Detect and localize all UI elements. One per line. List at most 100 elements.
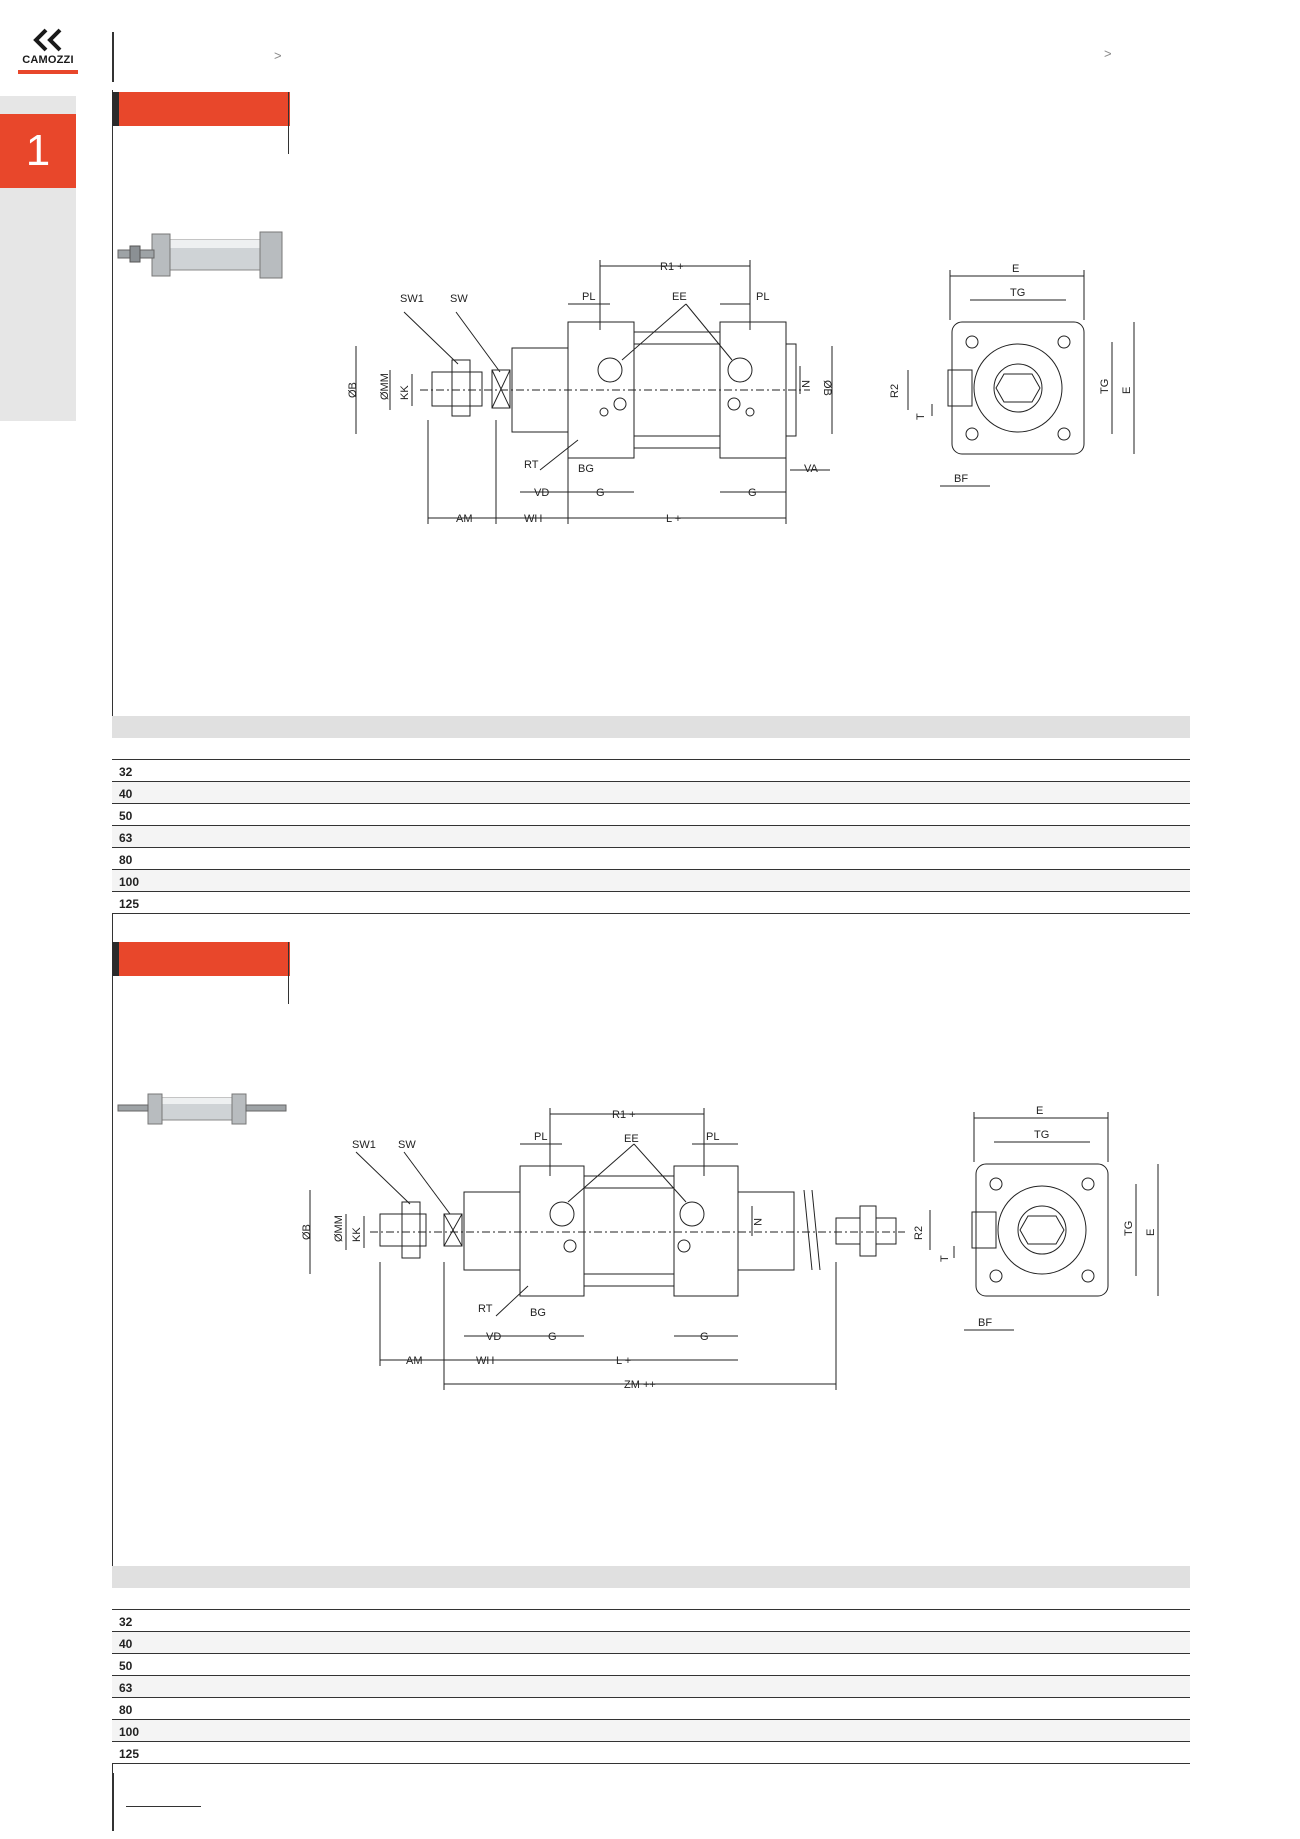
vd-label: VD <box>486 1331 501 1343</box>
section1-header-tab <box>112 92 290 126</box>
ee-label: EE <box>624 1133 639 1145</box>
bore-cell: 80 <box>119 853 133 867</box>
bore-cell: 125 <box>119 1747 140 1761</box>
mm-diameter-label: ØMM <box>333 1215 345 1242</box>
section1-dimension-drawing: SW1 SW R1 + PL EE PL ØB ØMM KK N ØB RT B… <box>347 260 1135 525</box>
table-subheader <box>112 1588 1190 1610</box>
am-label: AM <box>406 1355 423 1367</box>
chevron-right-icon: > <box>1104 46 1112 61</box>
section2-header-tick <box>288 942 289 1004</box>
bore-cell: 63 <box>119 1681 133 1695</box>
table-header <box>112 716 1190 738</box>
am-label: AM <box>456 513 473 525</box>
tg-vertical-label: TG <box>1123 1221 1135 1236</box>
e-vertical-label: E <box>1145 1229 1157 1236</box>
bore-cell: 50 <box>119 1659 133 1673</box>
table-row: 50 <box>112 804 1190 826</box>
header-divider <box>112 32 114 82</box>
bore-cell: 125 <box>119 897 140 911</box>
wh-label: WH <box>476 1355 494 1367</box>
bg-label: BG <box>530 1307 546 1319</box>
camozzi-logo-icon <box>33 28 62 52</box>
chapter-tab[interactable]: 1 <box>0 114 76 188</box>
pl-right-label: PL <box>756 291 769 303</box>
bf-label: BF <box>978 1317 992 1329</box>
bore-cell: 100 <box>119 875 140 889</box>
r1-label: R1 + <box>612 1109 636 1121</box>
bore-cell: 32 <box>119 1615 133 1629</box>
table-row: 80 <box>112 1698 1190 1720</box>
pl-left-label: PL <box>534 1131 547 1143</box>
wh-label: WH <box>524 513 542 525</box>
footer-rule <box>126 1806 201 1807</box>
t-label: T <box>915 413 927 420</box>
e-label: E <box>1012 263 1019 275</box>
section2-header-tab <box>112 942 290 976</box>
table-row: 80 <box>112 848 1190 870</box>
table-row: 125 <box>112 1742 1190 1764</box>
table-row: 40 <box>112 1632 1190 1654</box>
table-row: 32 <box>112 1610 1190 1632</box>
bf-label: BF <box>954 473 968 485</box>
cylinder-thumbnail <box>117 231 283 279</box>
rt-label: RT <box>478 1303 493 1315</box>
bore-cell: 40 <box>119 787 133 801</box>
table-row: 125 <box>112 892 1190 914</box>
bore-cell: 40 <box>119 1637 133 1651</box>
double-rod-cylinder-thumbnail <box>117 1093 287 1125</box>
zm-label: ZM ++ <box>624 1379 656 1391</box>
n-label: N <box>799 380 811 388</box>
va-label: VA <box>804 463 819 475</box>
section2-dimension-table: 32 40 50 63 80 100 125 <box>112 1566 1190 1764</box>
r2-label: R2 <box>889 384 901 398</box>
ee-label: EE <box>672 291 687 303</box>
n-label: N <box>751 1218 763 1226</box>
bore-cell: 32 <box>119 765 133 779</box>
brand-bar <box>18 70 78 74</box>
table-row: 63 <box>112 826 1190 848</box>
g-left-label: G <box>548 1331 557 1343</box>
b-right-label: ØB <box>821 380 833 396</box>
table-row: 40 <box>112 782 1190 804</box>
l-label: L + <box>666 513 681 525</box>
r2-label: R2 <box>913 1226 925 1240</box>
sw-label: SW <box>450 293 468 305</box>
pl-right-label: PL <box>706 1131 719 1143</box>
rt-label: RT <box>524 459 539 471</box>
t-label: T <box>939 1255 951 1262</box>
pl-left-label: PL <box>582 291 595 303</box>
bore-cell: 100 <box>119 1725 140 1739</box>
table-row: 100 <box>112 870 1190 892</box>
section1-header-tick <box>288 92 289 154</box>
table-row: 100 <box>112 1720 1190 1742</box>
bore-cell: 80 <box>119 1703 133 1717</box>
section2-dimension-drawing: SW1 SW R1 + PL EE PL ØB ØMM KK N RT BG V… <box>301 1105 1159 1391</box>
footer-divider <box>112 1773 114 1831</box>
vd-label: VD <box>534 487 549 499</box>
sw1-label: SW1 <box>400 293 424 305</box>
sw1-label: SW1 <box>352 1139 376 1151</box>
mm-diameter-label: ØMM <box>379 373 391 400</box>
g-right-label: G <box>700 1331 709 1343</box>
l-label: L + <box>616 1355 631 1367</box>
table-row: 63 <box>112 1676 1190 1698</box>
table-row: 32 <box>112 760 1190 782</box>
bore-cell: 63 <box>119 831 133 845</box>
e-vertical-label: E <box>1121 387 1133 394</box>
table-row: 50 <box>112 1654 1190 1676</box>
section1-dimension-table: 32 40 50 63 80 100 125 <box>112 716 1190 914</box>
b-diameter-label: ØB <box>301 1224 313 1240</box>
bg-label: BG <box>578 463 594 475</box>
camozzi-logo: CAMOZZI <box>18 28 78 76</box>
table-subheader <box>112 738 1190 760</box>
g-left-label: G <box>596 487 605 499</box>
g-right-label: G <box>748 487 757 499</box>
tg-label: TG <box>1010 287 1025 299</box>
bore-cell: 50 <box>119 809 133 823</box>
tg-label: TG <box>1034 1129 1049 1141</box>
brand-name: CAMOZZI <box>22 54 74 66</box>
kk-label: KK <box>351 1227 363 1242</box>
sw-label: SW <box>398 1139 416 1151</box>
b-diameter-label: ØB <box>347 382 359 398</box>
chevron-right-icon: > <box>274 48 282 63</box>
